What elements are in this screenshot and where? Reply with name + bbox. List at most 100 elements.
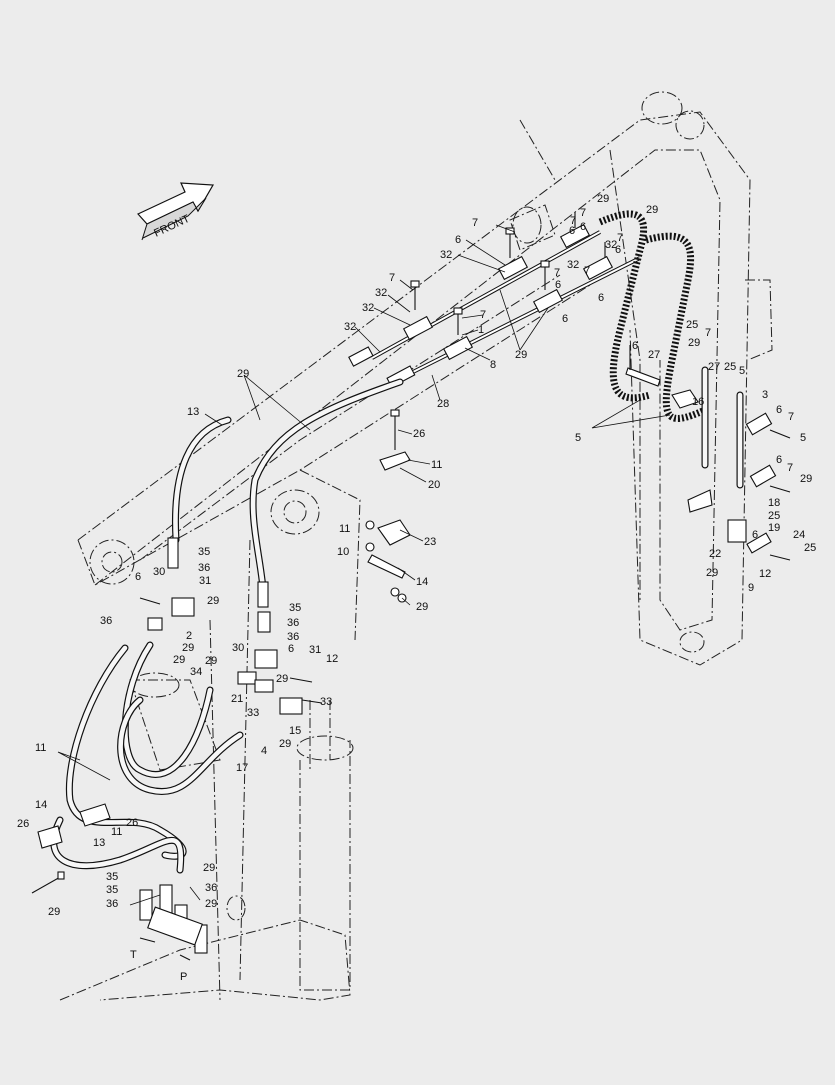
callout-label: 14 — [35, 799, 47, 811]
callout-label: 29 — [515, 349, 527, 361]
callout-label: 6 — [615, 244, 621, 256]
callout-label: 11 — [111, 826, 122, 838]
boom-structure — [59, 91, 773, 1001]
callout-label: 10 — [337, 546, 349, 558]
hardware-parts — [31, 212, 791, 961]
port-label-pressure: P — [180, 971, 187, 983]
callout-label: 6 — [632, 340, 638, 352]
callout-label: 32 — [605, 239, 617, 251]
callout-label: 36 — [198, 562, 210, 574]
callout-label: 11 — [431, 459, 442, 471]
callout-label: 32 — [567, 259, 579, 271]
callout-label: 33 — [320, 696, 332, 708]
callout-label: 29 — [182, 642, 194, 654]
callout-label: 5 — [739, 365, 745, 377]
callout-label: 11 — [35, 742, 46, 754]
callout-label: 6 — [598, 292, 604, 304]
callout-label: 36 — [287, 631, 299, 643]
callout-label: 23 — [424, 536, 436, 548]
callout-label: 7 — [787, 462, 793, 474]
callout-label: 35 — [106, 884, 118, 896]
callout-label: 29 — [646, 204, 658, 216]
callout-label: 21 — [231, 693, 243, 705]
callout-label: 14 — [416, 576, 428, 588]
callout-label: 29 — [276, 673, 288, 685]
callout-label: 30 — [232, 642, 244, 654]
callout-label: 6 — [569, 225, 575, 237]
callout-label: 7 — [472, 217, 478, 229]
callout-label: 29 — [416, 601, 428, 613]
callout-label: 26 — [126, 817, 138, 829]
callout-label: 27 — [648, 349, 660, 361]
callout-label: 7 — [788, 411, 794, 423]
callout-label: 13 — [187, 406, 199, 418]
callout-label: 33 — [247, 707, 259, 719]
callout-label: 29 — [279, 738, 291, 750]
callout-label: 18 — [768, 497, 780, 509]
callout-label: 2 — [186, 630, 192, 642]
front-direction-arrow: FRONT — [137, 182, 215, 241]
callout-label: 13 — [93, 837, 105, 849]
callout-label: 29 — [48, 906, 60, 918]
callout-label: 31 — [199, 575, 211, 587]
callout-label: 32 — [362, 302, 374, 314]
callout-label: 29 — [205, 898, 217, 910]
callout-label: 7 — [480, 309, 486, 321]
callout-label: 7 — [570, 215, 576, 227]
callout-label: 35 — [198, 546, 210, 558]
callout-label: 29 — [706, 567, 718, 579]
callout-label: 32 — [440, 249, 452, 261]
callout-label: 7 — [389, 272, 395, 284]
port-label-tank: T — [130, 949, 137, 961]
callout-label: 11 — [339, 523, 350, 535]
callout-label: 3 — [762, 389, 768, 401]
callout-label: 35 — [106, 871, 118, 883]
callout-label: 7 — [584, 265, 590, 277]
callout-label: 5 — [800, 432, 806, 444]
callout-label: 36 — [287, 617, 299, 629]
callout-label: 20 — [428, 479, 440, 491]
callout-label: 5 — [575, 432, 581, 444]
callout-label: 6 — [776, 404, 782, 416]
coiled-hoses — [598, 210, 707, 422]
callout-label: 29 — [207, 595, 219, 607]
callout-label: 29 — [237, 368, 249, 380]
callout-label: 4 — [261, 745, 267, 757]
callout-labels: 7 7 29 29 6 6 7 32 7 32 6 7 7 6 6 32 7 6… — [17, 193, 816, 983]
callout-label: 19 — [768, 522, 780, 534]
callout-label: 17 — [236, 762, 248, 774]
callout-label: 29 — [205, 655, 217, 667]
callout-label: 29 — [597, 193, 609, 205]
callout-label: 26 — [17, 818, 29, 830]
callout-label: 7 — [705, 327, 711, 339]
callout-label: 6 — [580, 221, 586, 233]
callout-label: 7 — [580, 207, 586, 219]
callout-label: 22 — [709, 548, 721, 560]
callout-label: 24 — [793, 529, 805, 541]
callout-label: 27 — [708, 361, 720, 373]
callout-label: 6 — [135, 571, 141, 583]
callout-label: 7 — [554, 267, 560, 279]
callout-label: 29 — [173, 654, 185, 666]
callout-label: 6 — [455, 234, 461, 246]
callout-label: 28 — [437, 398, 449, 410]
callout-label: 8 — [490, 359, 496, 371]
callout-label: 32 — [344, 321, 356, 333]
callout-label: 30 — [153, 566, 165, 578]
callout-label: 35 — [289, 602, 301, 614]
callout-label: 1 — [478, 324, 484, 336]
callout-label: 36 — [205, 882, 217, 894]
leader-lines — [57, 224, 671, 906]
callout-label: 6 — [752, 529, 758, 541]
callout-label: 29 — [203, 862, 215, 874]
callout-label: 9 — [748, 582, 754, 594]
callout-label: 6 — [288, 643, 294, 655]
callout-label: 36 — [100, 615, 112, 627]
callout-label: 25 — [686, 319, 698, 331]
callout-label: 12 — [326, 653, 338, 665]
callout-label: 31 — [309, 644, 321, 656]
callout-label: 6 — [776, 454, 782, 466]
callout-label: 6 — [555, 279, 561, 291]
callout-label: 34 — [190, 666, 202, 678]
